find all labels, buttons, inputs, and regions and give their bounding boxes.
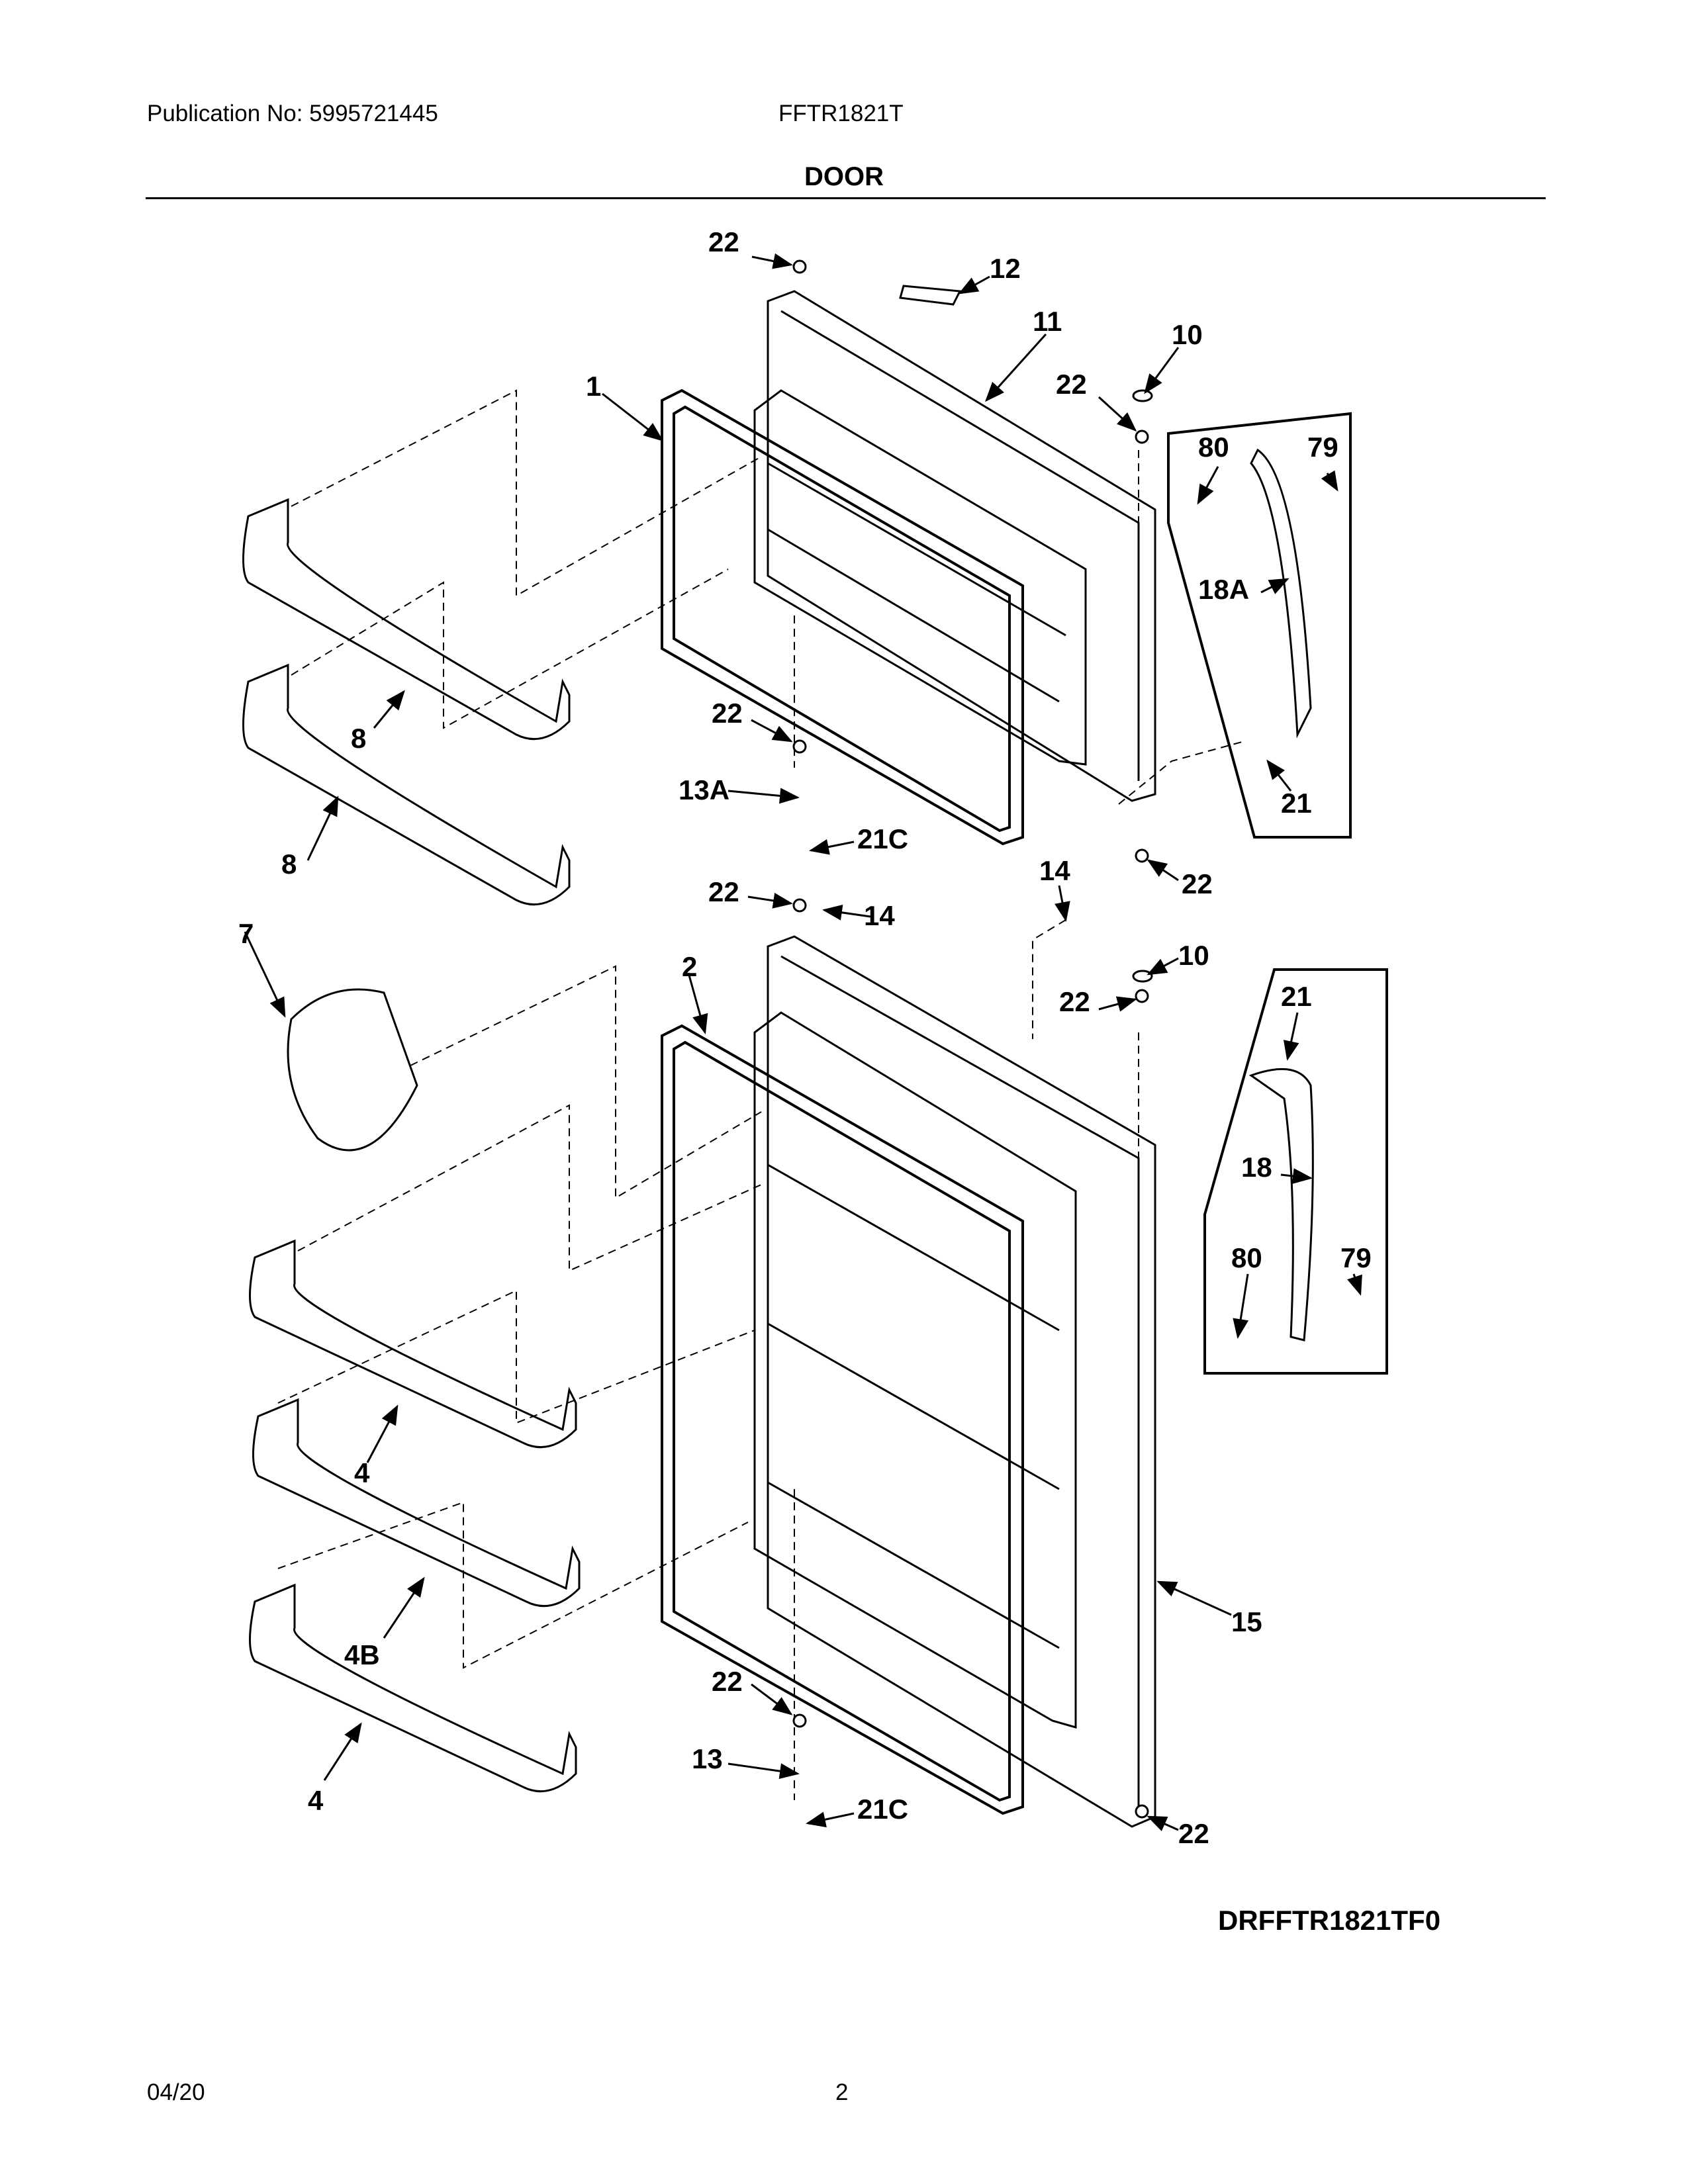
callout-label: 22	[712, 1666, 743, 1697]
page-number: 2	[835, 2079, 849, 2105]
callout-label: 22	[1056, 369, 1087, 400]
handle-inset-boxes	[1167, 412, 1388, 1375]
callout-label: 11	[1033, 306, 1062, 337]
callout-label: 8	[351, 723, 366, 754]
callout-label: 22	[1059, 986, 1090, 1017]
door-shelf-bins	[242, 498, 581, 1793]
callout-label: 10	[1178, 940, 1209, 971]
callout-label: 22	[708, 226, 739, 257]
drawing-code: DRFFTR1821TF0	[1218, 1905, 1441, 1936]
callout-label: 22	[712, 698, 743, 729]
callout-label: 13	[692, 1743, 723, 1774]
callout-label: 18	[1241, 1152, 1272, 1183]
callout-label: 15	[1231, 1606, 1262, 1637]
callout-label: 79	[1307, 432, 1338, 463]
callout-label: 22	[1178, 1818, 1209, 1849]
callout-label: 21C	[857, 1794, 908, 1825]
callout-leaders	[244, 253, 1362, 1831]
callout-label: 1	[586, 371, 601, 402]
assembly-guide-lines	[277, 389, 1245, 1800]
callout-label: 13A	[679, 774, 729, 805]
hardware-pins	[792, 259, 1153, 1819]
callout-label: 21	[1281, 981, 1312, 1012]
door-handles	[1248, 448, 1314, 1342]
fresh-food-door-gasket	[661, 1024, 1024, 1815]
callout-label: 79	[1340, 1242, 1372, 1273]
freezer-door-gasket	[661, 388, 1024, 846]
callout-label: 14	[1039, 855, 1070, 886]
callout-numbers: 22 12 11 10 1 22 80 79 18A 8 22 8 13A 21…	[238, 226, 1372, 1849]
callout-label: 10	[1172, 319, 1203, 350]
callout-label: 4	[354, 1457, 370, 1488]
callout-label: 21	[1281, 788, 1312, 819]
callout-label: 80	[1231, 1242, 1262, 1273]
callout-label: 12	[990, 253, 1021, 284]
callout-label: 14	[864, 900, 895, 931]
publication-number: Publication No: 5995721445	[147, 101, 438, 126]
callout-label: 22	[708, 876, 739, 907]
callout-label: 7	[238, 918, 254, 949]
page-title: DOOR	[804, 162, 884, 191]
callout-label: 18A	[1198, 574, 1249, 605]
callout-label: 21C	[857, 823, 908, 854]
callout-label: 80	[1198, 432, 1229, 463]
callout-label: 4	[308, 1785, 324, 1816]
model-number: FFTR1821T	[778, 101, 904, 126]
header-divider	[146, 197, 1546, 199]
freezer-door	[753, 290, 1156, 802]
callout-label: 8	[281, 848, 297, 880]
callout-label: 22	[1182, 868, 1213, 899]
footer-date: 04/20	[147, 2079, 205, 2105]
callout-label: 4B	[344, 1639, 380, 1670]
callout-label: 2	[682, 951, 697, 982]
